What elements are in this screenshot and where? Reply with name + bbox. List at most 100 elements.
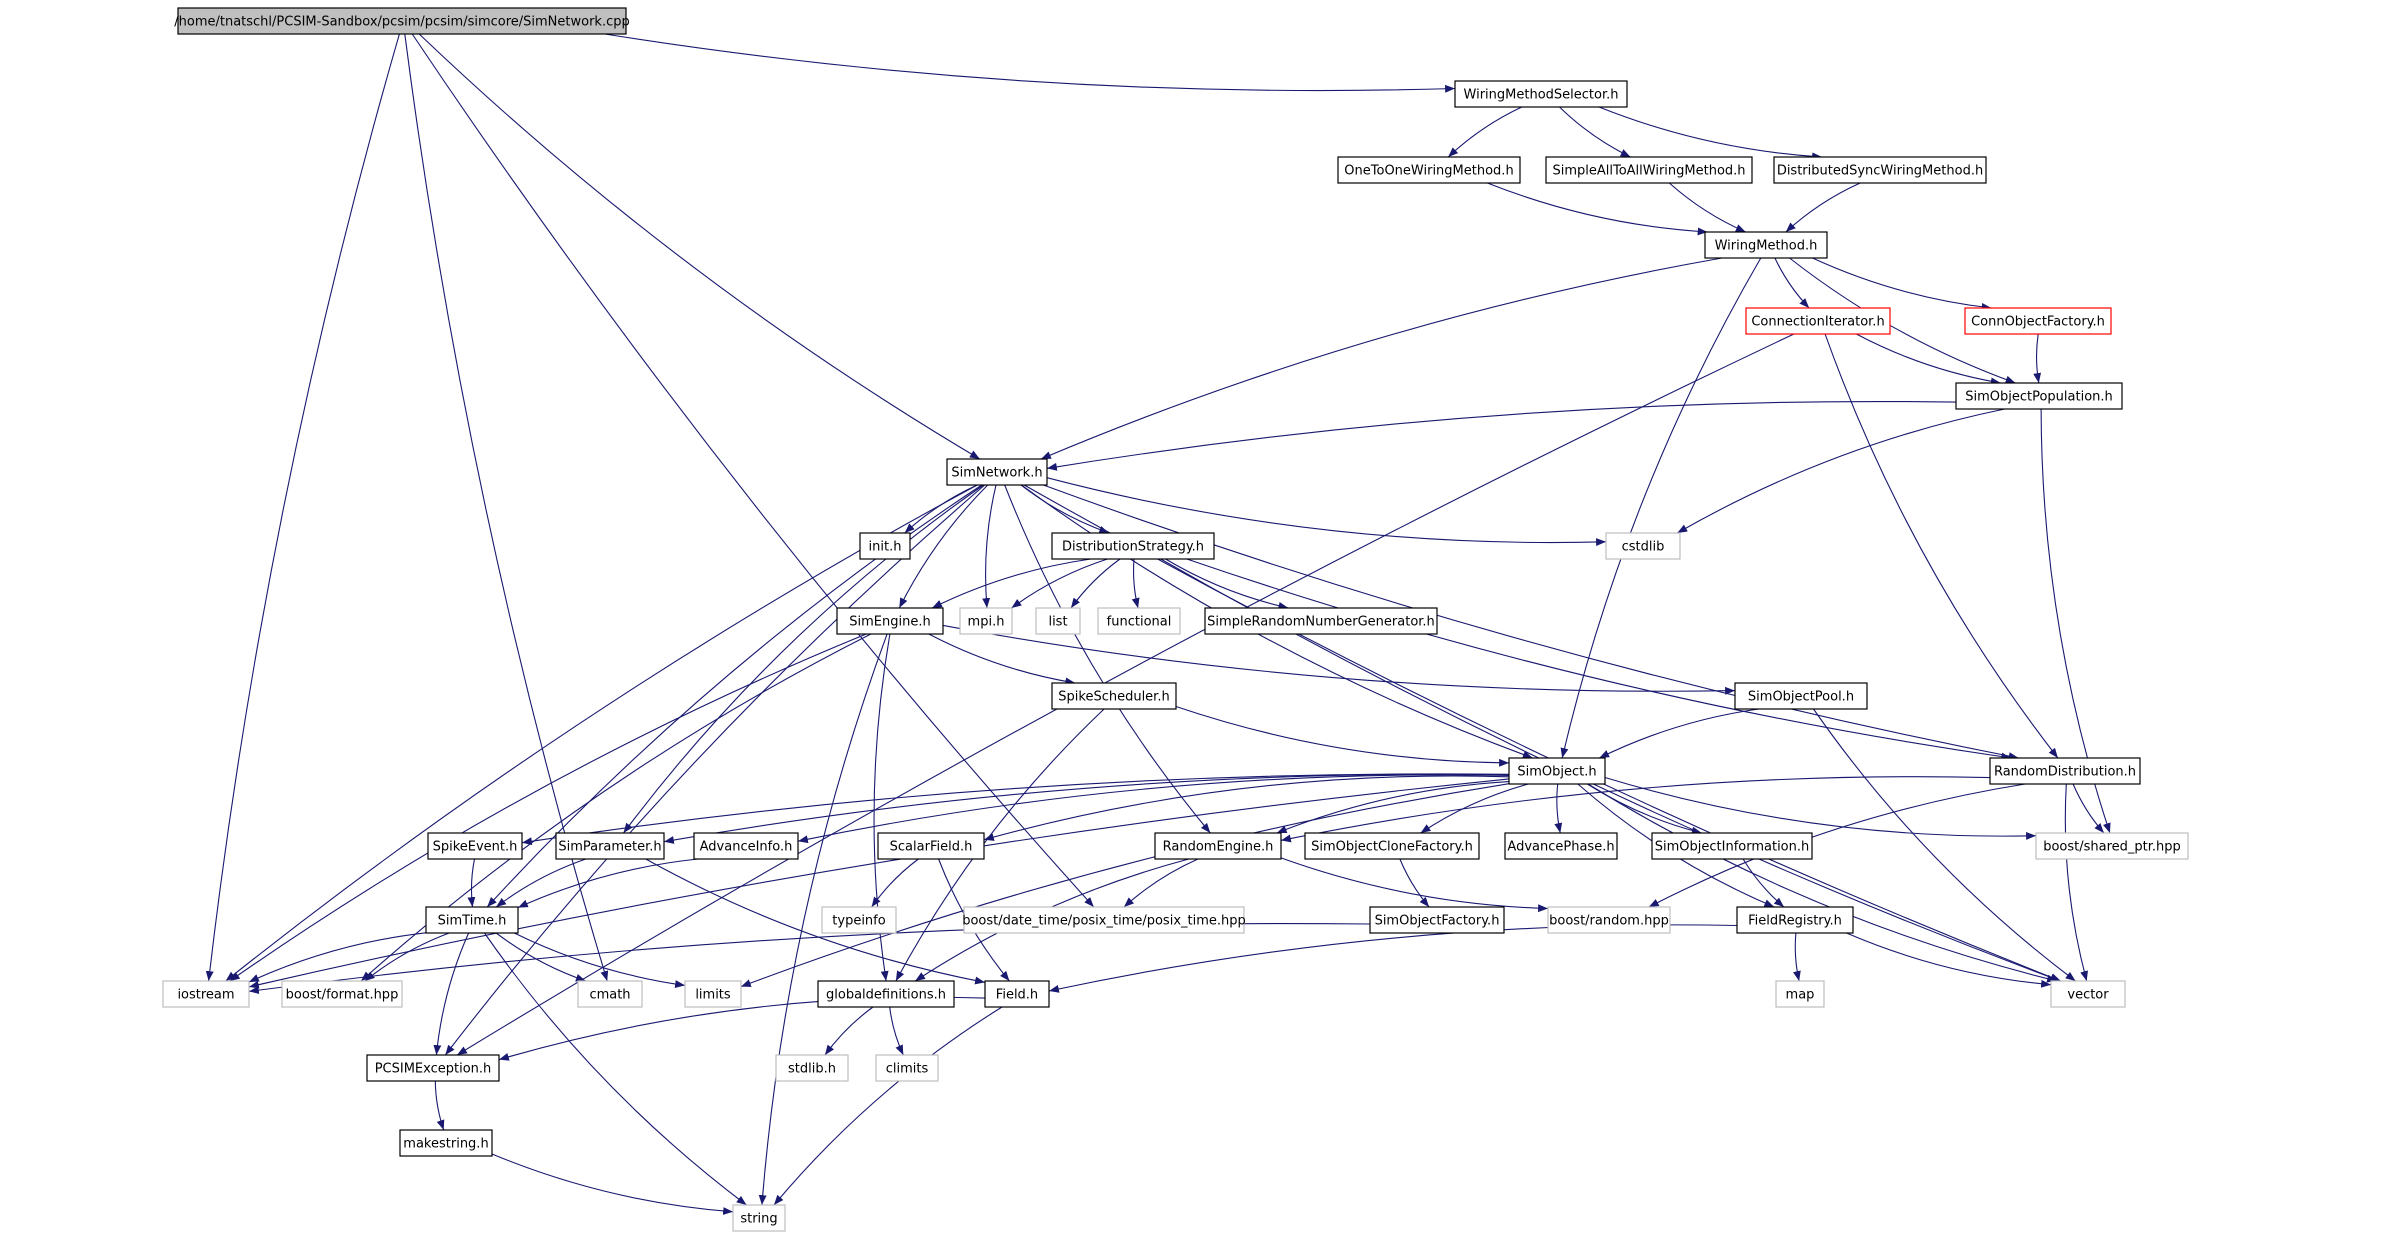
- node-sn[interactable]: SimNetwork.h: [946, 458, 1048, 486]
- node-box: [162, 980, 250, 1008]
- node-box: [1989, 757, 2141, 785]
- edge-dsw-to-wm: [1785, 182, 1861, 233]
- edge-gd-to-stdlib: [824, 1006, 874, 1056]
- node-sf[interactable]: ScalarField.h: [877, 832, 985, 860]
- node-box: [821, 906, 897, 934]
- edge-so-to-socf: [1420, 783, 1529, 834]
- node-field[interactable]: Field.h: [984, 980, 1050, 1008]
- node-ss[interactable]: SpikeScheduler.h: [1051, 682, 1177, 710]
- edge-ci-to-rd: [1824, 333, 2059, 759]
- node-limits: limits: [684, 980, 742, 1008]
- node-label: SimObjectCloneFactory.h: [1311, 840, 1473, 855]
- node-label: SpikeEvent.h: [433, 840, 518, 855]
- node-ms[interactable]: makestring.h: [399, 1129, 493, 1157]
- edge-ds-to-rd: [1186, 558, 2012, 761]
- node-spool[interactable]: SimObjectPool.h: [1734, 682, 1868, 710]
- edge-se-to-string: [758, 633, 888, 1206]
- node-pe[interactable]: PCSIMException.h: [366, 1054, 500, 1082]
- node-label: DistributedSyncWiringMethod.h: [1777, 164, 1983, 179]
- node-spe[interactable]: SpikeEvent.h: [427, 832, 523, 860]
- node-list: list: [1035, 607, 1081, 635]
- node-root[interactable]: /home/tnatschl/PCSIM-Sandbox/pcsim/pcsim…: [174, 7, 630, 35]
- edge-se-to-gd: [873, 633, 891, 982]
- node-soi[interactable]: SimObjectInformation.h: [1651, 832, 1813, 860]
- node-label: ConnectionIterator.h: [1751, 315, 1884, 330]
- node-sp[interactable]: SimParameter.h: [555, 832, 665, 860]
- edge-sop-to-sn: [1046, 400, 1957, 471]
- edge-fr-to-field: [1048, 924, 1738, 993]
- node-box: [836, 607, 944, 635]
- node-sof[interactable]: SimObjectFactory.h: [1369, 906, 1505, 934]
- node-label: SimpleAllToAllWiringMethod.h: [1552, 164, 1745, 179]
- node-re[interactable]: RandomEngine.h: [1154, 832, 1282, 860]
- node-box: [1745, 307, 1891, 335]
- edge-wm-to-cof: [1812, 257, 1992, 311]
- node-functional: functional: [1097, 607, 1181, 635]
- node-label: typeinfo: [832, 914, 885, 929]
- node-socf[interactable]: SimObjectCloneFactory.h: [1304, 832, 1480, 860]
- edge-rd-to-re: [1280, 776, 1991, 843]
- node-so[interactable]: SimObject.h: [1508, 757, 1606, 785]
- node-gd[interactable]: globaldefinitions.h: [817, 980, 955, 1008]
- node-st[interactable]: SimTime.h: [425, 906, 519, 934]
- node-box: [427, 832, 523, 860]
- node-sata[interactable]: SimpleAllToAllWiringMethod.h: [1545, 156, 1753, 184]
- edge-rd-to-brand: [1648, 783, 2026, 908]
- node-label: SimNetwork.h: [951, 466, 1042, 481]
- node-box: [959, 607, 1013, 635]
- edge-so-to-vector: [1587, 783, 2058, 983]
- node-ci[interactable]: ConnectionIterator.h: [1745, 307, 1891, 335]
- node-se[interactable]: SimEngine.h: [836, 607, 944, 635]
- node-label: SpikeScheduler.h: [1058, 690, 1169, 705]
- node-box: [577, 980, 643, 1008]
- node-box: [1504, 832, 1618, 860]
- node-init[interactable]: init.h: [859, 532, 911, 560]
- node-box: [1605, 532, 1681, 560]
- node-label: cstdlib: [1622, 540, 1665, 555]
- node-rd[interactable]: RandomDistribution.h: [1989, 757, 2141, 785]
- node-label: boost/format.hpp: [286, 988, 399, 1003]
- node-stdlib: stdlib.h: [775, 1054, 849, 1082]
- node-box: [177, 7, 627, 35]
- edge-so-to-iostream: [248, 778, 1510, 989]
- node-bfmt: boost/format.hpp: [281, 980, 403, 1008]
- node-label: ScalarField.h: [890, 840, 973, 855]
- node-label: limits: [695, 988, 731, 1003]
- node-cstdlib: cstdlib: [1605, 532, 1681, 560]
- node-string: string: [732, 1204, 786, 1232]
- node-label: SimObjectFactory.h: [1375, 914, 1500, 929]
- node-ds[interactable]: DistributionStrategy.h: [1051, 532, 1215, 560]
- node-box: [1651, 832, 1813, 860]
- node-cof[interactable]: ConnObjectFactory.h: [1964, 307, 2112, 335]
- node-wm[interactable]: WiringMethod.h: [1704, 231, 1828, 259]
- edge-spe-to-st: [467, 858, 476, 908]
- node-sop[interactable]: SimObjectPopulation.h: [1955, 382, 2123, 410]
- edge-rd-to-vector: [2064, 783, 2088, 982]
- node-box: [1955, 382, 2123, 410]
- node-cmath: cmath: [577, 980, 643, 1008]
- node-srng[interactable]: SimpleRandomNumberGenerator.h: [1204, 607, 1438, 635]
- node-label: WiringMethodSelector.h: [1464, 88, 1619, 103]
- node-box: [875, 1054, 939, 1082]
- edge-rd-to-bsp: [2072, 783, 2105, 834]
- edge-ds-to-srng: [1165, 558, 1289, 610]
- node-box: [555, 832, 665, 860]
- node-label: DistributionStrategy.h: [1062, 540, 1204, 555]
- node-box: [946, 458, 1048, 486]
- node-label: cmath: [589, 988, 630, 1003]
- node-wms[interactable]: WiringMethodSelector.h: [1454, 80, 1628, 108]
- node-climits: climits: [875, 1054, 939, 1082]
- node-fr[interactable]: FieldRegistry.h: [1736, 906, 1854, 934]
- edge-sn-to-vector: [1023, 484, 2062, 982]
- node-label: climits: [886, 1062, 929, 1077]
- node-ai[interactable]: AdvanceInfo.h: [693, 832, 799, 860]
- edge-spool-to-so: [1599, 708, 1759, 759]
- node-box: [2050, 980, 2126, 1008]
- node-o2o[interactable]: OneToOneWiringMethod.h: [1337, 156, 1521, 184]
- node-ap[interactable]: AdvancePhase.h: [1504, 832, 1618, 860]
- node-label: iostream: [177, 988, 234, 1003]
- node-box: [1773, 156, 1987, 184]
- node-box: [399, 1129, 493, 1157]
- node-dsw[interactable]: DistributedSyncWiringMethod.h: [1773, 156, 1987, 184]
- node-label: PCSIMException.h: [375, 1062, 492, 1077]
